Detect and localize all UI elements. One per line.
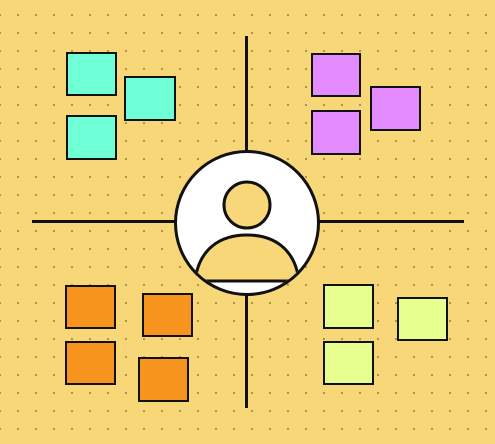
sticky-note-bottom-left[interactable] — [138, 357, 189, 402]
sticky-note-bottom-left[interactable] — [65, 285, 116, 329]
sticky-note-bottom-left[interactable] — [65, 341, 116, 385]
sticky-note-bottom-right[interactable] — [323, 341, 374, 385]
sticky-note-top-left[interactable] — [124, 76, 176, 121]
sticky-note-top-right[interactable] — [311, 53, 361, 97]
persona-avatar[interactable] — [174, 150, 320, 296]
sticky-note-top-right[interactable] — [311, 110, 361, 155]
user-icon — [193, 180, 301, 283]
sticky-note-bottom-left[interactable] — [142, 293, 193, 337]
sticky-note-top-left[interactable] — [66, 115, 117, 160]
sticky-note-bottom-right[interactable] — [323, 284, 374, 329]
sticky-note-top-right[interactable] — [370, 86, 421, 131]
sticky-note-bottom-right[interactable] — [397, 297, 448, 341]
sticky-note-top-left[interactable] — [66, 52, 117, 96]
